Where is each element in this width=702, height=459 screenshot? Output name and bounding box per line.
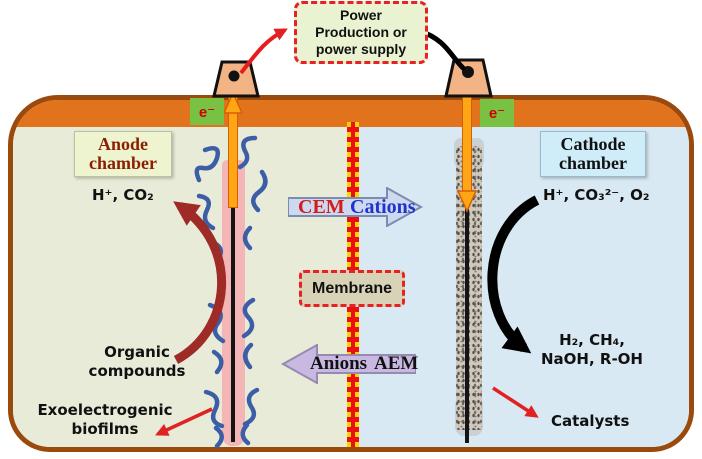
cations-label: Cations — [350, 196, 416, 218]
anode-current-collector-wire — [228, 64, 238, 208]
substrate-line: compounds — [88, 362, 186, 380]
membrane-label: Membrane — [311, 279, 393, 297]
anions-label: Anions — [310, 353, 368, 374]
anode-label-line: Anode — [97, 134, 148, 154]
cathode-electron-badge: e⁻ — [480, 99, 514, 127]
right-block-arrow-icon — [287, 186, 424, 228]
left-block-arrow-icon — [280, 343, 417, 385]
anions-aem-arrow: Anions AEM — [280, 343, 419, 385]
cathode-electrode-rod — [465, 150, 469, 443]
cathode-label-line: Cathode — [560, 134, 626, 154]
cathode-label-line: chamber — [559, 153, 627, 173]
power-production-supply-box: Power Production or power supply — [294, 1, 428, 64]
anode-to-power-arrow-icon — [239, 28, 288, 75]
anode-electron-badge: e⁻ — [190, 98, 224, 125]
anode-chamber-area — [13, 127, 347, 447]
cathode-products-line: H₂, CH₄, — [559, 331, 625, 349]
biofilm-line: Exoelectrogenic — [37, 401, 173, 419]
cem-label: CEM — [298, 196, 345, 218]
cathode-products-text: H₂, CH₄, NaOH, R-OH — [533, 331, 651, 369]
organic-compounds-text: Organic compounds — [83, 343, 191, 381]
power-box-line: Power — [339, 7, 382, 23]
biofilm-line: biofilms — [71, 420, 139, 438]
electron-label: e⁻ — [198, 103, 216, 121]
membrane-label-box: Membrane — [299, 270, 405, 307]
cathode-reactants-text: H⁺, CO₃²⁻, O₂ — [543, 186, 650, 204]
exoelectrogenic-biofilms-text: Exoelectrogenic biofilms — [36, 401, 174, 439]
anode-products-text: H⁺, CO₂ — [92, 186, 154, 204]
aem-label: AEM — [374, 353, 419, 374]
catalysts-text: Catalysts — [551, 412, 630, 430]
cathode-chamber-label: Cathode chamber — [540, 131, 646, 177]
anode-electrode-rod — [231, 127, 235, 442]
anode-label-line: chamber — [89, 153, 157, 173]
substrate-line: Organic — [104, 343, 170, 361]
anode-chamber-label: Anode chamber — [74, 131, 172, 177]
electron-label: e⁻ — [488, 105, 506, 122]
cathode-current-collector-wire — [462, 62, 472, 194]
cathode-products-line: NaOH, R-OH — [541, 350, 643, 368]
cem-cations-arrow: CEM Cations — [287, 186, 424, 228]
power-box-line: Production or — [315, 24, 407, 40]
power-box-line: power supply — [315, 41, 407, 57]
